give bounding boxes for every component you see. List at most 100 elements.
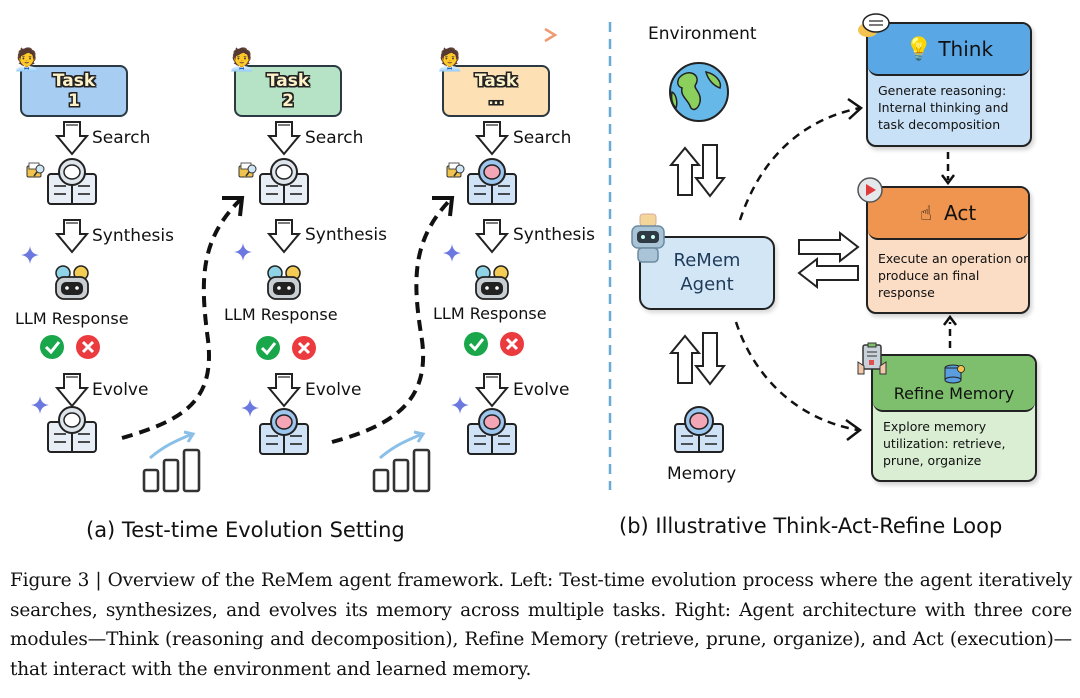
search-arrow-icon [476, 121, 508, 155]
think-module: 💡 Think Generate reasoning: Internal thi… [866, 22, 1032, 147]
search-arrow-icon [56, 121, 88, 155]
environment-exchange-icon [668, 144, 727, 198]
description-line: produce an final [878, 268, 980, 283]
llm-robot-icon [55, 265, 89, 300]
panel-a-caption: (a) Test-time Evolution Setting [86, 518, 405, 542]
description-line: Generate reasoning: [878, 83, 1007, 98]
synthesis-label: Synthesis [92, 226, 174, 246]
think-to-act-arrow [941, 152, 955, 186]
act-module: ☝ Act Execute an operation or produce an… [866, 186, 1030, 314]
sparkle-icon [443, 244, 461, 262]
pointing-hand-icon: ☝ [919, 201, 932, 225]
refine-memory-module: Refine Memory Explore memory utilization… [871, 354, 1037, 482]
description-line: Explore memory [883, 419, 987, 434]
think-module-description: Generate reasoning: Internal thinking an… [868, 76, 1030, 139]
cross-icon [292, 336, 316, 360]
search-label: Search [513, 128, 572, 148]
description-line: task decomposition [878, 117, 1001, 132]
database-icon [944, 364, 965, 383]
user-question-icon: 🧑‍💼 [13, 48, 41, 73]
description-line: Execute an operation or [878, 251, 1029, 266]
refine-memory-module-header: Refine Memory [873, 356, 1035, 412]
refine-memory-module-title: Refine Memory [893, 383, 1015, 403]
play-icon [857, 177, 883, 203]
llm-robot-icon [475, 265, 509, 300]
task-number: 1 [68, 91, 80, 111]
folder-search-icon [26, 162, 45, 178]
check-icon [256, 336, 280, 360]
panel-b-caption: (b) Illustrative Think-Act-Refine Loop [619, 514, 1003, 538]
agent-to-refine-curve [734, 321, 863, 441]
figure-caption: Figure 3 | Overview of the ReMem agent f… [10, 570, 1072, 680]
agent-to-think-curve [738, 97, 863, 221]
evolve-label: Evolve [92, 380, 149, 400]
task-number: 2 [282, 91, 294, 111]
sparkle-icon [234, 243, 252, 261]
lightbulb-gear-icon: 💡 [904, 36, 933, 62]
llm-robot-icon [267, 265, 301, 300]
evolution-curve-1 [121, 196, 245, 440]
growth-chart-icon [142, 430, 201, 493]
step-icons-layer [21, 121, 524, 455]
think-module-title: Think [938, 37, 994, 61]
synthesis-arrow-icon [476, 219, 508, 253]
sparkle-icon [451, 396, 469, 414]
memory-label: Memory [667, 464, 737, 484]
search-label: Search [92, 128, 151, 148]
evolved-memory-book-icon [467, 408, 517, 455]
folder-search-icon [446, 162, 465, 178]
act-module-header: ☝ Act [868, 188, 1028, 240]
description-line: utilization: retrieve, [883, 436, 1006, 451]
folder-search-icon [238, 162, 257, 178]
task-card-3: Task ... [442, 65, 550, 117]
llm-response-label: LLM Response [15, 309, 129, 328]
evolve-label: Evolve [305, 380, 362, 400]
evolved-memory-book-icon [259, 408, 309, 455]
llm-response-label: LLM Response [433, 304, 547, 323]
task-card-1: Task 1 [20, 65, 128, 117]
llm-response-label: LLM Response [224, 305, 338, 324]
description-line: response [878, 285, 935, 300]
user-question-icon: 🧑‍💼 [436, 48, 464, 73]
sparkle-icon [31, 396, 49, 414]
remem-agent-box: ReMem Agent [639, 236, 775, 310]
cross-icon [500, 332, 524, 356]
evolution-curve-2 [331, 196, 455, 444]
clipboard-hands-icon [857, 342, 887, 375]
agent-name-line1: ReMem [673, 250, 741, 271]
evolve-arrow-icon [268, 373, 300, 407]
globe-icon [669, 62, 729, 122]
evolve-label: Evolve [513, 380, 570, 400]
synthesis-label: Synthesis [513, 225, 595, 245]
memory-exchange-icon [668, 332, 727, 386]
act-module-title: Act [944, 201, 977, 225]
description-line: Internal thinking and [878, 100, 1009, 115]
environment-label: Environment [648, 24, 757, 44]
memory-book-icon [259, 158, 309, 205]
task-title: Task [474, 71, 518, 91]
think-module-header: 💡 Think [868, 24, 1030, 76]
task-title: Task [266, 71, 310, 91]
user-question-icon: 🧑‍💼 [228, 48, 256, 73]
sparkle-icon [21, 246, 39, 264]
evolved-memory-book-icon [47, 406, 97, 453]
evolve-arrow-icon [56, 373, 88, 407]
act-exchange-icon [797, 230, 860, 290]
cross-icon [76, 335, 100, 359]
task-card-2: Task 2 [234, 65, 342, 117]
memory-book-icon [467, 158, 517, 205]
agent-robot-icon [631, 213, 665, 263]
description-line: prune, organize [883, 453, 982, 468]
task-title: Task [52, 71, 96, 91]
timeline-arrow [12, 27, 558, 43]
memory-book-icon [674, 406, 724, 453]
act-module-description: Execute an operation or produce an final… [868, 240, 1028, 307]
refine-to-act-arrow [943, 314, 957, 348]
chat-bubble-icon [858, 13, 890, 37]
synthesis-arrow-icon [56, 219, 88, 253]
check-icon [464, 332, 488, 356]
synthesis-label: Synthesis [305, 225, 387, 245]
growth-chart-icon [372, 430, 431, 493]
check-icon [40, 335, 64, 359]
